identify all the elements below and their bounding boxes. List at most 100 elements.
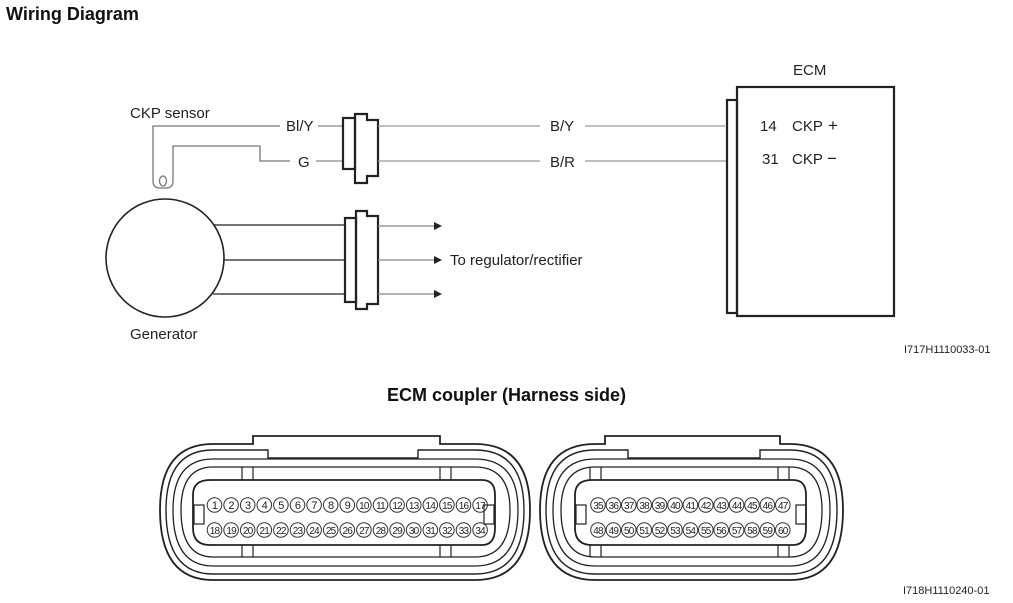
pin-circle [422,497,439,513]
pin-circle [256,497,273,513]
pin-circle [698,497,714,513]
pin-circle [389,497,405,513]
figure-ref-coupler: I718H1110240-01 [903,585,989,597]
pin-circle [472,497,488,513]
pin-circle [306,522,322,538]
pin-9: 9 [345,500,351,512]
pin-25: 25 [326,526,337,537]
pin-42: 42 [701,501,712,512]
pin-circle [256,522,273,538]
pin-32: 32 [442,526,453,537]
ecm-box [725,85,896,318]
generator-icon [105,198,225,318]
ckp-sensor-label: CKP sensor [130,105,210,122]
pin-circle [422,522,439,538]
wire-color-g: G [298,154,310,171]
ecm-pin-31: 31 [762,151,779,168]
arrow-icon [434,222,442,230]
pin-54: 54 [686,526,697,537]
arrow-icon [434,290,442,298]
pin-47: 47 [778,501,789,512]
pin-38: 38 [639,501,650,512]
pin-circle [682,497,699,513]
pin-7: 7 [311,500,317,512]
pin-circle [206,522,223,538]
pin-circle [223,497,239,513]
sensor-connector-icon [341,112,380,185]
pin-circle [759,522,776,538]
pin-circle [636,522,653,538]
pin-60: 60 [778,526,789,537]
pin-circle [239,497,256,513]
pin-8: 8 [328,500,334,512]
pin-57: 57 [732,526,743,537]
pin-17: 17 [475,501,486,512]
page-title: Wiring Diagram [6,4,139,24]
pin-circle [372,497,389,513]
pin-circle [605,497,622,513]
regulator-rectifier-label: To regulator/rectifier [450,252,583,269]
ecm-signal-ckp-minus: CKP [792,151,823,168]
pin-53: 53 [670,526,681,537]
pin-55: 55 [701,526,712,537]
pin-circle [636,497,653,513]
generator-wires [213,224,345,295]
pin-31: 31 [426,526,437,537]
pin-13: 13 [409,501,420,512]
pin-circle [605,522,622,538]
pin-circle [439,497,455,513]
pin-28: 28 [376,526,387,537]
pin-circle [289,522,306,538]
pin-circle [590,497,606,513]
pin-48: 48 [593,526,604,537]
wire-color-bl-y: Bl/Y [286,118,314,135]
pin-59: 59 [763,526,774,537]
pin-circle [728,522,745,538]
pin-22: 22 [276,526,287,537]
pin-circle [306,497,322,513]
pin-circle [651,522,668,538]
pin-circle [682,522,699,538]
pin-circle [775,522,791,538]
pin-circle [759,497,776,513]
pin-49: 49 [609,526,620,537]
pin-50: 50 [624,526,635,537]
pin-51: 51 [639,526,650,537]
arrow-icon [434,256,442,264]
pin-10: 10 [359,501,370,512]
pin-46: 46 [763,501,774,512]
pin-3: 3 [245,500,251,512]
pin-56: 56 [716,526,727,537]
pin-2: 2 [228,500,234,512]
right-coupler [539,435,844,581]
pin-circle [667,522,683,538]
pin-18: 18 [210,526,221,537]
pin-6: 6 [295,500,301,512]
pin-26: 26 [343,526,354,537]
pin-19: 19 [226,526,237,537]
pin-circle [372,522,389,538]
pin-23: 23 [293,526,304,537]
pin-circle [713,497,730,513]
pin-45: 45 [747,501,758,512]
pin-circle [273,497,289,513]
pin-circle [206,497,223,513]
pin-20: 20 [243,526,254,537]
harness-color-b-y: B/Y [550,118,574,135]
pin-21: 21 [260,526,271,537]
pin-circle [339,522,356,538]
pin-circle [389,522,405,538]
coupler-title: ECM coupler (Harness side) [386,385,627,405]
pin-circle [728,497,745,513]
pin-41: 41 [686,501,697,512]
pin-43: 43 [716,501,727,512]
pin-circle [322,522,339,538]
pin-16: 16 [459,501,470,512]
pin-circle [775,497,791,513]
pin-4: 4 [262,500,268,512]
pin-27: 27 [359,526,370,537]
pin-circle [698,522,714,538]
